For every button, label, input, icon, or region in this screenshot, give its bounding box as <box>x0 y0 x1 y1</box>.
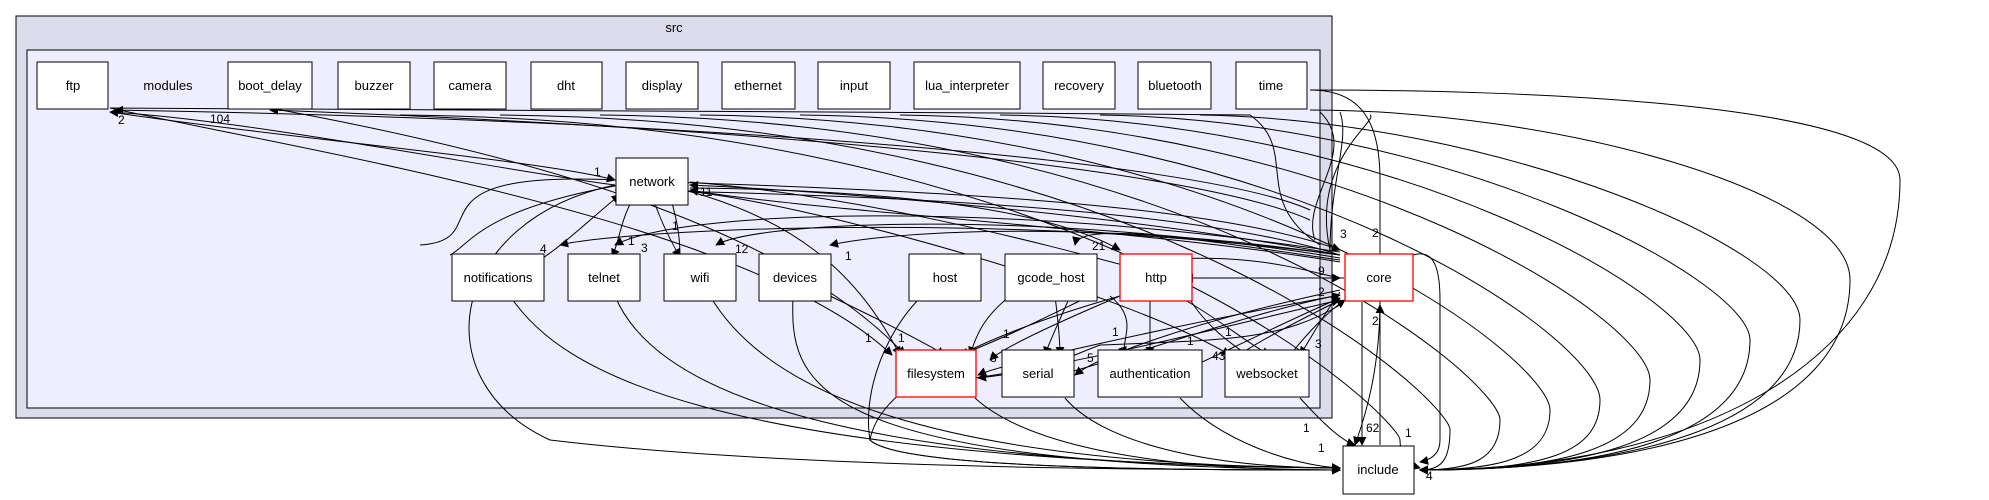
edge-labels: 2 104 1 11 4 1 3 1 12 1 21 2 3 9 2 2 62 … <box>118 112 1433 483</box>
node-core[interactable]: core <box>1344 253 1414 302</box>
node-filesystem[interactable]: filesystem <box>895 349 977 398</box>
node-dht[interactable]: dht <box>530 61 603 110</box>
edge-label: 1 <box>845 249 852 263</box>
node-devices[interactable]: devices <box>758 253 832 302</box>
node-camera[interactable]: camera <box>433 61 507 110</box>
svg-text:serial: serial <box>1022 366 1053 381</box>
node-telnet[interactable]: telnet <box>567 253 641 302</box>
node-bluetooth[interactable]: bluetooth <box>1137 61 1212 110</box>
node-display[interactable]: display <box>625 61 699 110</box>
edge-label: 2 <box>1372 314 1379 328</box>
edge-label: 11 <box>700 185 713 199</box>
edge-label: 9 <box>1318 264 1325 278</box>
svg-text:include: include <box>1357 462 1398 477</box>
node-boot-delay[interactable]: boot_delay <box>227 61 313 110</box>
svg-text:display: display <box>642 78 683 93</box>
node-buzzer[interactable]: buzzer <box>337 61 411 110</box>
edge-label: 1 <box>898 331 905 345</box>
svg-text:ethernet: ethernet <box>734 78 782 93</box>
svg-text:websocket: websocket <box>1235 366 1298 381</box>
edge-label: 62 <box>1366 421 1380 435</box>
edge-label: 4 <box>540 242 547 256</box>
svg-text:bluetooth: bluetooth <box>1148 78 1202 93</box>
svg-text:boot_delay: boot_delay <box>238 78 302 93</box>
edge-label: 2 <box>1318 285 1325 299</box>
svg-text:telnet: telnet <box>588 270 620 285</box>
svg-text:lua_interpreter: lua_interpreter <box>925 78 1009 93</box>
svg-text:input: input <box>840 78 869 93</box>
node-recovery[interactable]: recovery <box>1042 61 1116 110</box>
node-http[interactable]: http <box>1119 253 1193 302</box>
svg-text:filesystem: filesystem <box>907 366 965 381</box>
svg-text:buzzer: buzzer <box>354 78 394 93</box>
node-network[interactable]: network <box>615 157 689 206</box>
node-notifications[interactable]: notifications <box>451 253 545 302</box>
edge-label: 1 <box>1003 327 1010 341</box>
cluster-src-label: src <box>665 20 683 35</box>
edge-label: 1 <box>865 331 872 345</box>
edge-label: 5 <box>1087 351 1094 365</box>
edge-label: 1 <box>1112 325 1119 339</box>
node-ftp[interactable]: ftp <box>36 61 109 110</box>
edge-label: 104 <box>210 112 230 126</box>
edge-label: 1 <box>1303 421 1310 435</box>
node-include[interactable]: include <box>1342 445 1415 495</box>
edge-label: 3 <box>1315 337 1322 351</box>
svg-text:authentication: authentication <box>1110 366 1191 381</box>
edge-label: 12 <box>735 242 749 256</box>
svg-text:time: time <box>1259 78 1284 93</box>
node-authentication[interactable]: authentication <box>1097 349 1203 398</box>
node-input[interactable]: input <box>817 61 891 110</box>
svg-text:wifi: wifi <box>690 270 710 285</box>
node-lua-interpreter[interactable]: lua_interpreter <box>913 61 1021 110</box>
svg-text:host: host <box>933 270 958 285</box>
edge-label: 43 <box>1212 349 1226 363</box>
node-wifi[interactable]: wifi <box>663 253 737 302</box>
svg-text:gcode_host: gcode_host <box>1017 270 1085 285</box>
edge-label: 2 <box>118 113 125 127</box>
edge-label: 1 <box>1405 426 1412 440</box>
node-ethernet[interactable]: ethernet <box>721 61 796 110</box>
svg-text:http: http <box>1145 270 1167 285</box>
node-host[interactable]: host <box>908 253 982 302</box>
node-websocket[interactable]: websocket <box>1224 349 1310 398</box>
edge-label: 4 <box>1426 469 1433 483</box>
node-gcode-host[interactable]: gcode_host <box>1004 253 1098 302</box>
edge-label: 8 <box>990 351 997 365</box>
edge-label: 1 <box>628 234 635 248</box>
svg-text:devices: devices <box>773 270 818 285</box>
edge-label: 3 <box>641 241 648 255</box>
node-serial[interactable]: serial <box>1001 349 1075 398</box>
edge-label: 1 <box>1318 441 1325 455</box>
node-time[interactable]: time <box>1235 61 1308 110</box>
edge-label: 1 <box>1225 325 1232 339</box>
edge-label: 2 <box>1372 226 1379 240</box>
edge-label: 1 <box>594 165 601 179</box>
svg-text:network: network <box>629 174 675 189</box>
edge-label: 3 <box>1340 227 1347 241</box>
edge-label: 1 <box>672 219 679 233</box>
svg-text:notifications: notifications <box>464 270 533 285</box>
svg-text:camera: camera <box>448 78 492 93</box>
svg-text:core: core <box>1366 270 1391 285</box>
svg-text:recovery: recovery <box>1054 78 1104 93</box>
svg-text:ftp: ftp <box>66 78 80 93</box>
edge-label: 1 <box>1187 334 1194 348</box>
edge-label: 21 <box>1092 239 1106 253</box>
svg-text:dht: dht <box>557 78 575 93</box>
cluster-modules-label: modules <box>143 78 193 93</box>
